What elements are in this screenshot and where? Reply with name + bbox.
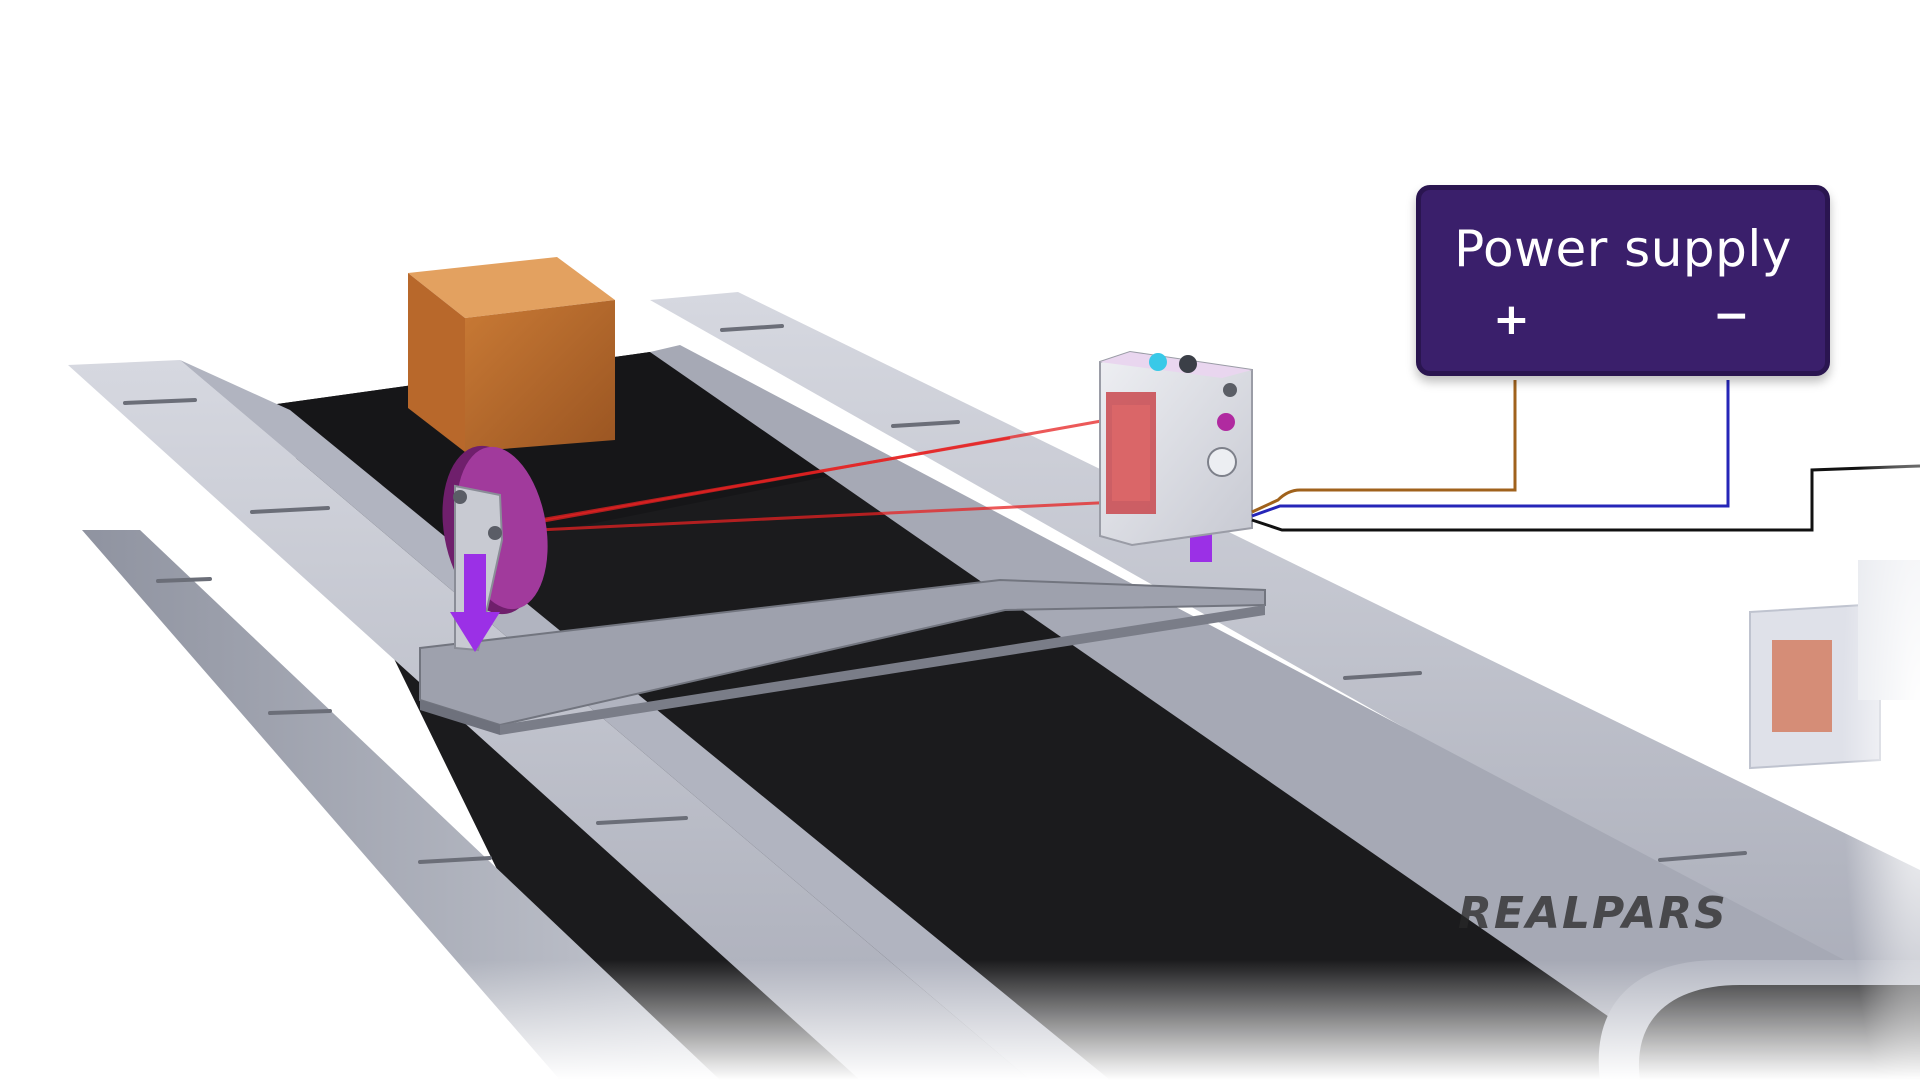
left-rail-inner — [180, 360, 1110, 1080]
power-supply-box: Power supply + − — [1416, 185, 1830, 376]
realpars-logo: REALPARS — [1458, 888, 1728, 939]
cardboard-box — [408, 257, 615, 452]
positive-terminal-label: + — [1493, 294, 1530, 345]
left-rail-lower — [82, 530, 720, 1080]
negative-terminal-label: − — [1713, 290, 1750, 341]
right-rail-slots — [720, 324, 1747, 862]
right-rail-inner — [650, 345, 1920, 1080]
laser-beams — [537, 416, 1119, 532]
arrow-down-icon — [450, 554, 500, 652]
power-supply-label: Power supply — [1454, 220, 1792, 278]
photoelectric-sensor — [1099, 350, 1253, 547]
